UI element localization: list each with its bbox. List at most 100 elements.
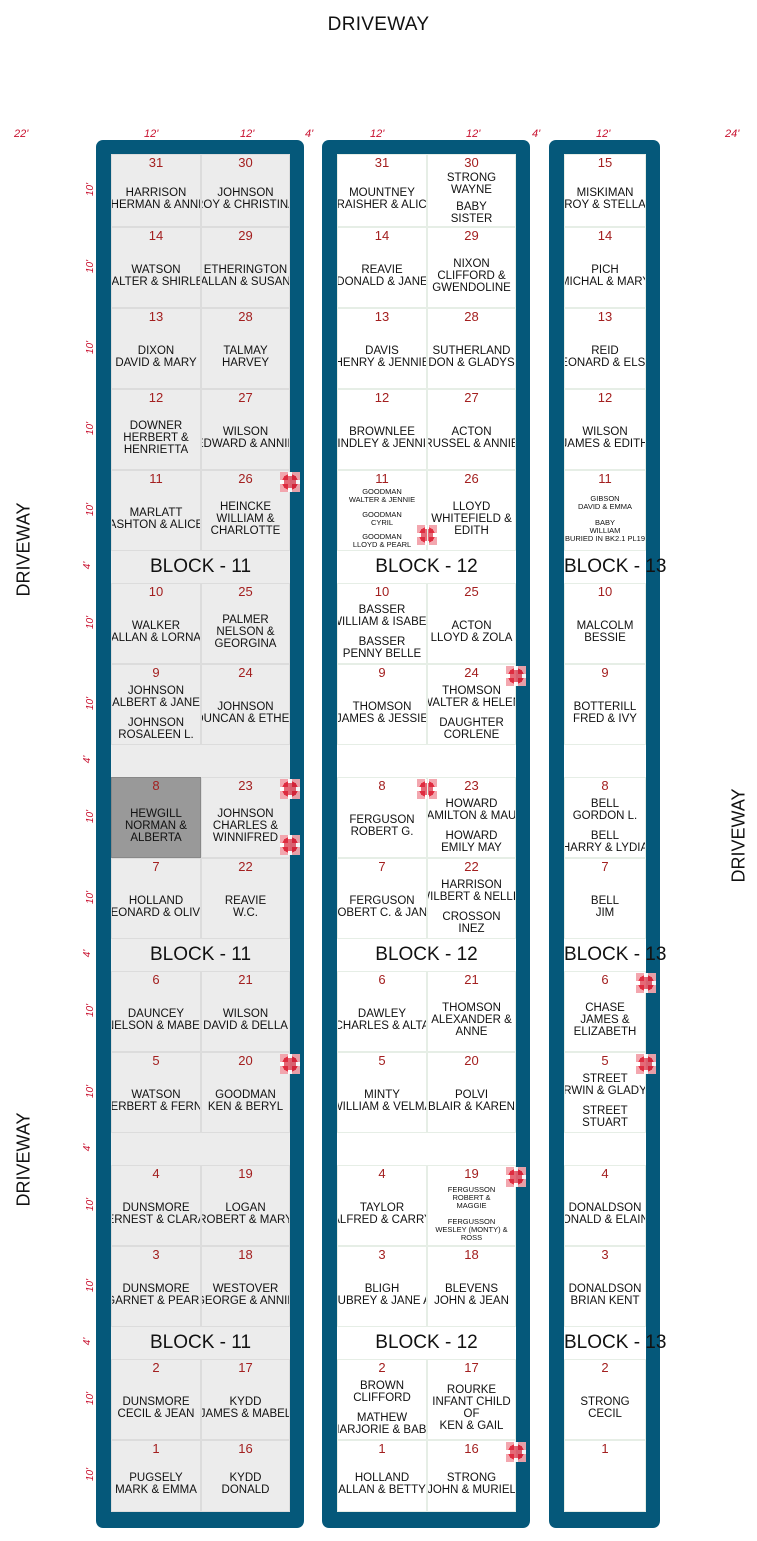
occupant-name: DAVID & DELLA bbox=[203, 1019, 288, 1032]
plot-number: 27 bbox=[464, 390, 479, 405]
burial-plot[interactable]: 12BROWNLEEFINDLEY & JENNIE bbox=[337, 389, 427, 470]
burial-plot[interactable]: 5MINTYWILLIAM & VELMA bbox=[337, 1052, 427, 1133]
red-cross-marker-icon[interactable] bbox=[636, 1054, 656, 1074]
occupant-name: EDWARD & ANNIE bbox=[202, 437, 289, 450]
occupant-name: ALLAN & SUSAN bbox=[201, 275, 290, 288]
red-cross-marker-icon[interactable] bbox=[506, 1167, 526, 1187]
occupant-name: BESSIE bbox=[584, 631, 626, 644]
burial-plot[interactable]: 5WATSONHERBERT & FERNE bbox=[111, 1052, 201, 1133]
occupant-name: PUGSELY bbox=[129, 1472, 183, 1484]
burial-plot[interactable]: 7HOLLANDLEONARD & OLIVE bbox=[111, 858, 201, 939]
red-cross-marker-icon[interactable] bbox=[280, 779, 300, 799]
red-cross-marker-icon[interactable] bbox=[636, 973, 656, 993]
burial-plot[interactable]: 24JOHNSONDUNCAN & ETHEL bbox=[201, 664, 290, 745]
burial-plot[interactable]: 7FERGUSONROBERT C. & JANE bbox=[337, 858, 427, 939]
red-cross-marker-icon[interactable] bbox=[280, 1054, 300, 1074]
burial-plot[interactable]: 1 bbox=[564, 1440, 646, 1512]
burial-plot[interactable]: 3BLIGHAUBREY & JANE A. bbox=[337, 1246, 427, 1327]
burial-plot[interactable]: 6DAUNCEYNELSON & MABEL bbox=[111, 971, 201, 1052]
red-cross-marker-icon[interactable] bbox=[506, 666, 526, 686]
occupant-name: STUART bbox=[582, 1116, 628, 1129]
burial-plot[interactable]: 31HARRISONSHERMAN & ANNIE bbox=[111, 154, 201, 227]
burial-plot[interactable]: 2BROWNCLIFFORDMATHEWMARJORIE & BABY bbox=[337, 1359, 427, 1440]
burial-plot[interactable]: 4DONALDSONDONALD & ELAINE bbox=[564, 1165, 646, 1246]
plot-number: 8 bbox=[378, 778, 386, 793]
burial-plot[interactable]: 31MOUNTNEYFRAISHER & ALICE bbox=[337, 154, 427, 227]
occupant-name: GOODMAN bbox=[362, 487, 402, 496]
burial-plot[interactable]: 14WATSONWALTER & SHIRLEY bbox=[111, 227, 201, 308]
occupant-name: ETHERINGTON bbox=[203, 263, 288, 276]
burial-plot[interactable]: 23HOWARDHAMILTON & MAUDHOWARDEMILY MAY bbox=[427, 777, 516, 858]
red-cross-marker-icon[interactable] bbox=[280, 835, 300, 855]
burial-plot[interactable]: 13REIDLEONARD & ELSIE bbox=[564, 308, 646, 389]
occupant-name: DAWLEY bbox=[357, 1007, 407, 1020]
red-cross-marker-icon[interactable] bbox=[280, 472, 300, 492]
occupant-name: HOWARD bbox=[445, 797, 498, 810]
burial-plot[interactable]: 22HARRISONWILBERT & NELLIECROSSONINEZ bbox=[427, 858, 516, 939]
burial-plot[interactable]: 30JOHNSONROY & CHRISTINA bbox=[201, 154, 290, 227]
burial-plot[interactable]: 10BASSERWILLIAM & ISABELBASSERPENNY BELL… bbox=[337, 583, 427, 664]
burial-plot[interactable]: 27WILSONEDWARD & ANNIE bbox=[201, 389, 290, 470]
burial-plot[interactable]: 5STREETERWIN & GLADYSSTREETSTUART bbox=[564, 1052, 646, 1133]
burial-plot[interactable]: 24THOMSONWALTER & HELENDAUGHTERCORLENE bbox=[427, 664, 516, 745]
red-cross-marker-icon[interactable] bbox=[506, 1442, 526, 1462]
plot-number: 17 bbox=[464, 1360, 479, 1375]
occupant-name: SUTHERLAND bbox=[432, 344, 511, 357]
occupant-name: HAMILTON & MAUD bbox=[427, 809, 516, 822]
